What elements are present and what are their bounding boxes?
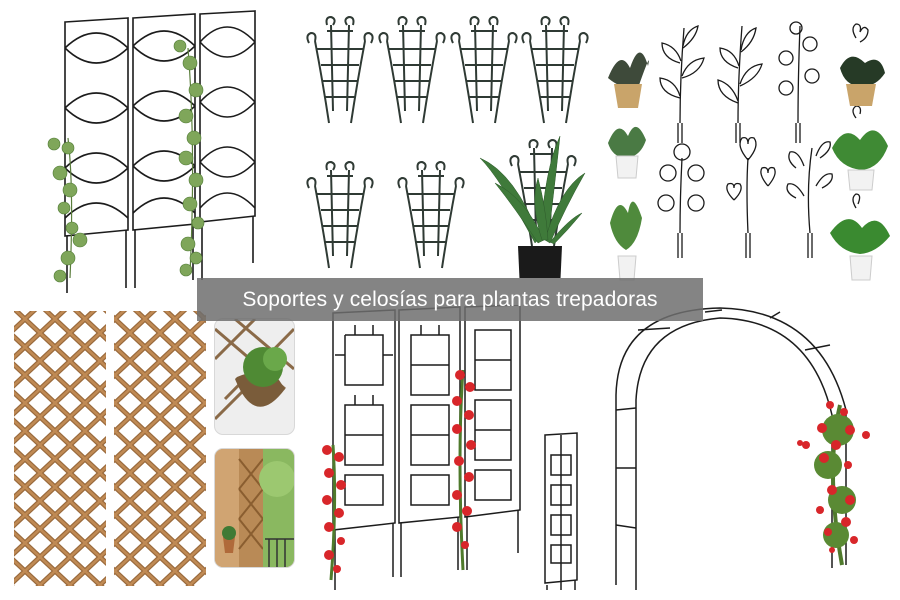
balcony-column-illustration	[215, 449, 294, 567]
hanging-basket-illustration	[215, 319, 294, 421]
title-banner-text: Soportes y celosías para plantas trepado…	[242, 287, 658, 311]
expandable-wooden-trellis-image	[10, 305, 210, 590]
wooden-trellis-balcony-photo	[214, 448, 295, 568]
trellis-panel-illustration	[47, 10, 256, 293]
decorative-wire-plant-stakes-image	[600, 18, 895, 283]
metal-trellis-panels-roses-image	[315, 305, 595, 590]
title-banner: Soportes y celosías para plantas trepado…	[197, 278, 703, 321]
garden-arch-roses-image	[610, 300, 890, 595]
square-trellis-illustration	[322, 305, 578, 590]
green-plastic-plant-supports-image	[300, 8, 595, 278]
garden-arch-illustration	[615, 307, 870, 590]
wooden-trellis-hanging-basket-photo	[214, 318, 295, 435]
wire-stakes-illustration	[608, 21, 890, 281]
plant-support-cages-illustration	[306, 16, 589, 278]
metal-trellis-panels-ivy-image	[40, 8, 270, 293]
wooden-lattice-illustration	[14, 311, 206, 586]
